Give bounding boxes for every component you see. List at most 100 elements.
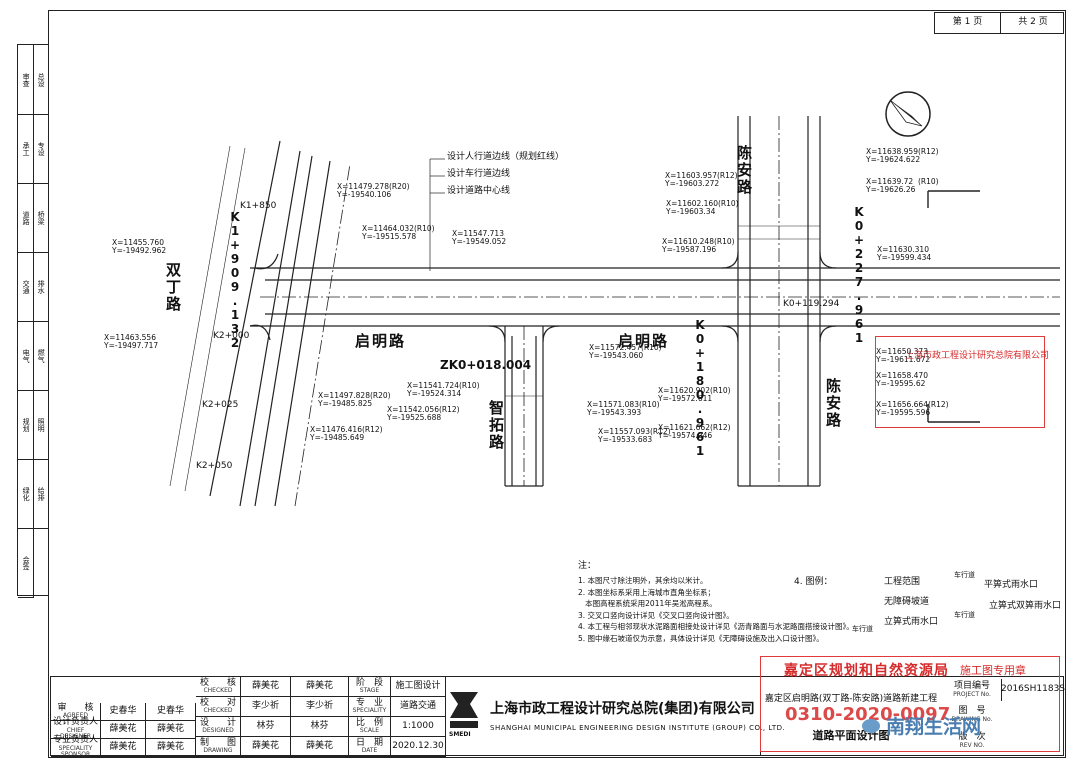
curb-radius: (R10) [414,224,435,233]
side-cell: 绿化 [18,459,34,529]
coordinate-x: X=11610.248 [662,237,714,246]
side-cell: 燃气 [33,321,48,391]
note-item: 1. 本图尺寸除注明外，其余均以米计。 [578,576,708,585]
station-k1-850: K1+850 [240,201,277,211]
station-k2-050: K2+050 [196,461,233,471]
curb-radius: (R10) [639,400,660,409]
side-cell: 照明 [33,390,48,460]
notes-title: 注： [578,561,597,571]
coordinate-x: X=11572.457 [589,343,641,352]
side-cell: 排水 [33,252,48,322]
coordinate-y: Y=-19599.434 [877,252,932,262]
stamp-red-company: 上海市政工程设计研究总院有限公司 [905,351,1050,361]
coordinate-y: Y=-19595.62 [876,378,926,388]
coordinate-y: Y=-19485.825 [318,398,373,408]
coordinate-x: X=11621.662 [658,423,710,432]
coordinate-y: Y=-19515.578 [362,231,417,241]
side-cell: 桥梁 [33,183,48,253]
signoff-name: 薛美花 [101,721,146,739]
coordinate-y: Y=-19572.611 [658,393,713,403]
coordinate-x: X=11656.664 [876,400,928,409]
logo-text: SMEDI [449,731,471,738]
coordinate-y: Y=-19603.272 [665,178,720,188]
station-zk-main: ZK0+018.004 [440,358,532,372]
signoff-signature: 薛美花 [146,739,196,757]
coordinate-y: Y=-19543.060 [589,350,644,360]
legend-item-lane-1: 车行道 [954,571,975,579]
coordinate-x: X=11650.373 [876,347,928,356]
curb-radius: (R20) [370,391,391,400]
curb-radius: (R10) [714,237,735,246]
stamp-seal-text: 施工图专用章 [960,664,1026,677]
signoff-name: 林芬 [241,717,291,737]
signoff-name: 薛美花 [241,677,291,697]
side-cell: 专设 [33,114,48,184]
signoff-signature: 史春华 [146,703,196,721]
road-plan-drawing [169,91,1060,507]
coordinate-y: Y=-19549.052 [452,236,507,246]
coordinate-x: X=11463.556 [104,333,156,342]
coordinate-x: X=11639.72 [866,177,914,186]
page-number-box: 第 1 页 共 2 页 [934,12,1064,34]
legend-item-scope: 工程范围 [884,577,921,587]
shuangding-road-outline [169,140,351,507]
coordinate-y: Y=-19587.196 [662,244,717,254]
signoff-name: 史春华 [101,703,146,721]
drawing-title: 道路平面设计图 [812,729,890,743]
station-k2-000: K2+000 [213,331,250,341]
side-cell: 电气 [18,321,34,391]
coordinate-y: Y=-19574.246 [658,430,713,440]
approval-stamp [760,656,1060,752]
road-name-qiming-right: 启明路 [618,332,670,350]
company-name-en: SHANGHAI MUNICIPAL ENGINEERING DESIGN IN… [490,724,786,732]
dimension-lines [505,225,820,397]
coordinate-x: X=11476.416 [310,425,362,434]
legend-centerline: 设计道路中心线 [447,186,511,196]
chenan-road-outline [737,116,821,487]
side-cell: 审查 [18,45,34,115]
station-k-180: K0+180.961 [693,318,707,458]
project-name: 嘉定区启明路(双丁路-陈安路)道路新建工程 [764,694,938,705]
curb-radius: (R10) [641,343,662,352]
road-name-qiming-left: 启明路 [355,332,407,350]
station-k-119: K0+119.294 [783,299,840,309]
station-k-227: K0+227.961 [852,205,866,345]
coordinate-y: Y=-19485.649 [310,432,365,442]
coordinate-x: X=11603.957 [665,171,717,180]
page-number: 第 1 页 [952,17,983,28]
legend-item-flat-inlet: 平箅式雨水口 [984,580,1039,590]
side-cell: 规划 [18,390,34,460]
coordinate-x: X=11479.278 [337,182,389,191]
watermark: 南翔生活网 [862,712,981,739]
legend-title: 4. 图例： [794,577,833,587]
qiming-road-outline [250,267,1060,327]
road-name-chenan-bottom: 陈安路 [824,378,842,429]
note-item: 5. 图中缘石坡道仅为示意，具体设计详见《无障碍设施及出入口设计图》。 [578,633,824,643]
legend-item-vertical-inlet: 立箅式雨水口 [884,617,939,627]
intersection-fillets [249,251,837,343]
coordinate-x: X=11571.083 [587,400,639,409]
signoff-signature: 薛美花 [291,677,349,697]
road-name-zhituo: 智拓路 [487,400,505,451]
